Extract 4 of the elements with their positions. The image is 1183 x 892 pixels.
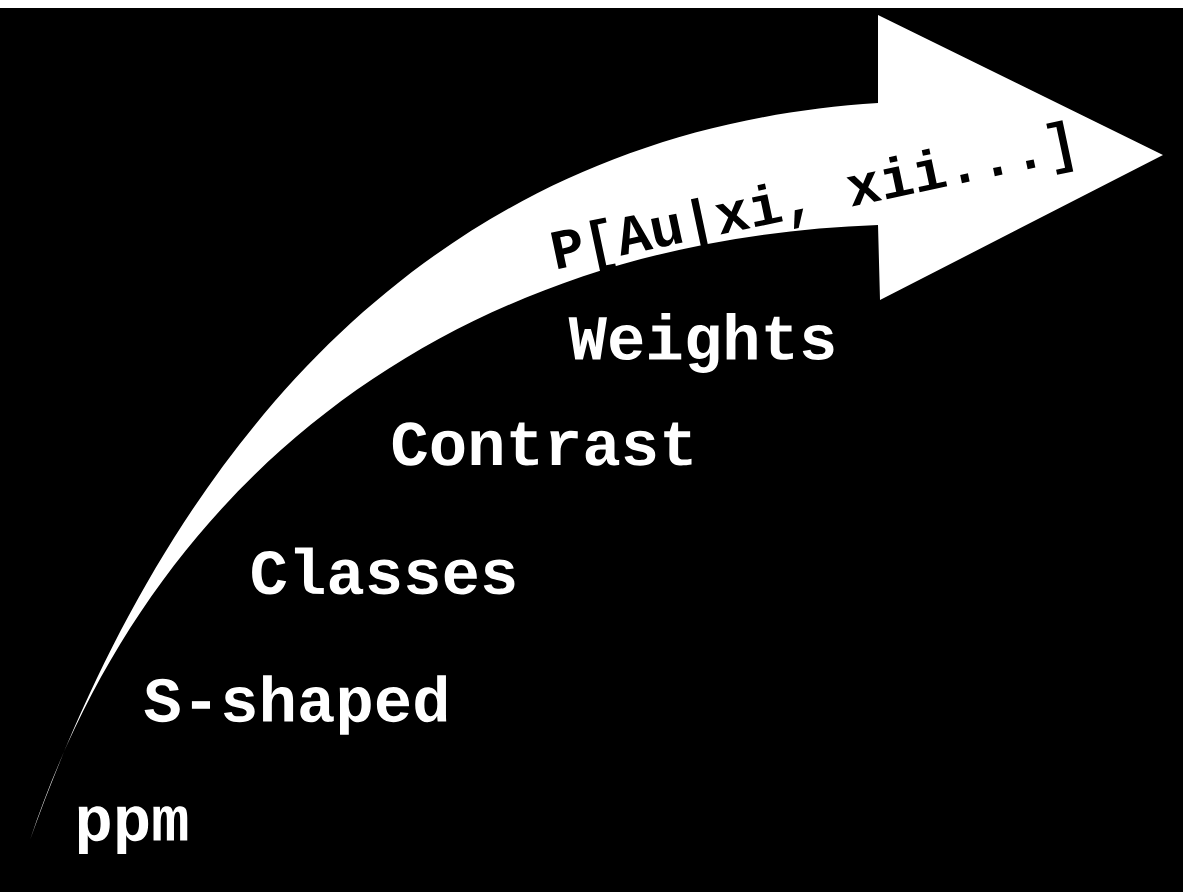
label: Contrast [392,422,692,466]
label: S-shaped [144,675,447,735]
label: Classes [252,547,515,595]
label: Weights [568,313,834,373]
